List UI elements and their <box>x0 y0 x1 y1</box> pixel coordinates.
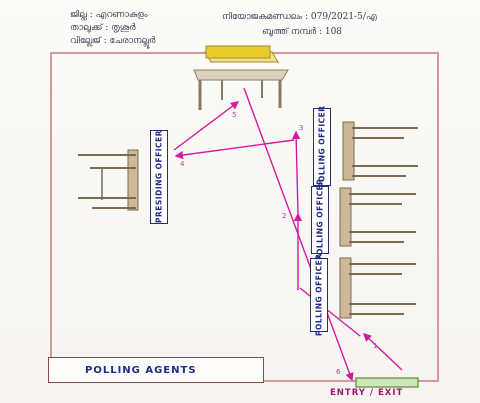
polling-agents-label: POLLING AGENTS <box>85 365 197 376</box>
district-line: ജില്ല : എറണാകുളം <box>70 10 148 20</box>
arrow-step-3 <box>291 130 301 215</box>
step-label-6: 6 <box>336 368 341 376</box>
taluk-line: താലൂക്ക് : തൃശൂർ <box>70 23 136 33</box>
polling-officer-label-1: POLLING OFFICER <box>313 106 331 188</box>
step-label-2: 2 <box>282 212 287 220</box>
polling-officer-table-2 <box>339 187 416 247</box>
step-label-5: 5 <box>232 111 237 119</box>
step-label-3: 3 <box>299 124 304 132</box>
entry-exit-door <box>355 377 419 388</box>
entry-exit-label: ENTRY / EXIT <box>330 388 404 398</box>
step-label-1: 1 <box>373 342 378 350</box>
arrow-step-4 <box>174 139 295 160</box>
village-line: വില്ലേജ് : ചേരാനല്ലൂർ <box>70 36 156 46</box>
polling-officer-table-3 <box>339 257 416 319</box>
polling-agents-area: POLLING AGENTS <box>48 357 264 383</box>
polling-officer-label-3: POLLING OFFICER <box>310 254 328 336</box>
polling-officer-table-1 <box>342 121 418 181</box>
presiding-officer-label: PRESIDING OFFICER <box>150 130 168 224</box>
voter-path-arrows <box>173 87 403 382</box>
step-label-4: 4 <box>180 160 185 168</box>
arrow-step-5 <box>173 101 240 151</box>
presiding-officer-table <box>78 149 139 211</box>
arrow-step-6 <box>243 87 354 382</box>
arrow-step-1 <box>362 333 403 371</box>
constituency-line: നിയോജകമണ്ഡലം : 079/2021-5/എ <box>222 12 377 22</box>
ballot-compartment-table <box>193 45 289 110</box>
booth-line: ബൂത്ത് നമ്പർ : 108 <box>262 27 343 37</box>
polling-officer-label-2: POLLING OFFICER <box>311 179 329 261</box>
